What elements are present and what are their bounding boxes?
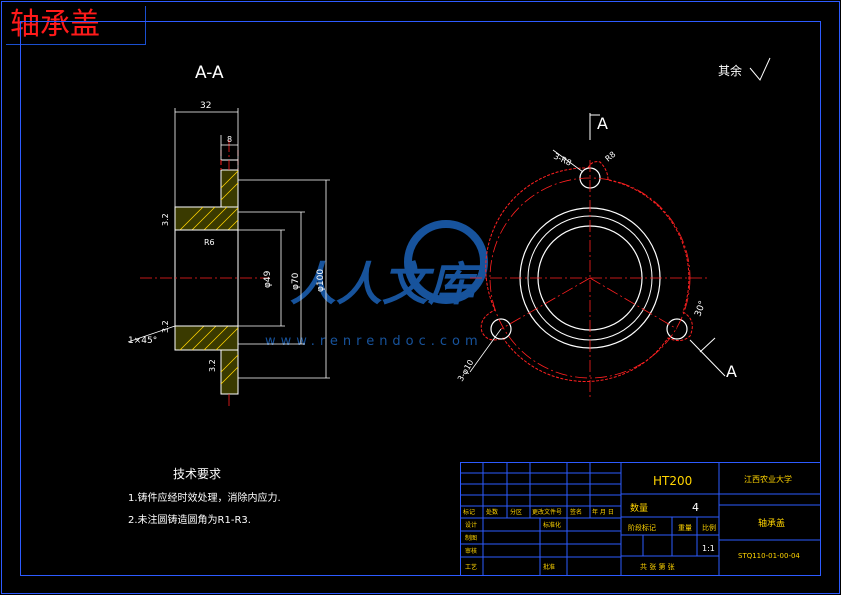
inner-frame — [20, 21, 821, 576]
cut-label-bottom: A — [726, 362, 737, 381]
dim-r6: R6 — [204, 238, 215, 247]
dim-30deg: 30° — [693, 300, 708, 318]
tech-line-2: 2.未注圆铸造圆角为R1-R3. — [128, 513, 251, 526]
dim-d70: φ70 — [291, 272, 301, 290]
watermark: 人人文库 www.renrendoc.com — [265, 220, 488, 349]
drawing-title: 轴承盖 — [6, 6, 146, 45]
roughness-symbol-icon — [749, 57, 771, 81]
dim-d49: φ49 — [263, 270, 273, 288]
watermark-url: www.renrendoc.com — [265, 334, 483, 349]
dim-r8: R8 — [604, 150, 618, 164]
dim-8: 8 — [227, 135, 232, 144]
dim-chamfer: 1×45° — [128, 336, 157, 346]
scale: 1:1 — [702, 544, 715, 553]
dim-d100: φ100 — [316, 269, 326, 292]
craft: 工艺 — [465, 563, 477, 571]
weight-label: 重量 — [678, 524, 692, 532]
standard: 标准化 — [543, 521, 561, 529]
tech-heading: 技术要求 — [173, 467, 221, 481]
hole-leader — [469, 328, 502, 373]
tech-line-1: 1.铸件应经时效处理，消除内应力. — [128, 491, 281, 504]
material: HT200 — [653, 474, 692, 488]
section-dimensions — [127, 108, 330, 379]
rough-b: 3.2 — [161, 320, 170, 333]
draw: 制图 — [465, 534, 477, 542]
design: 设计 — [465, 521, 477, 529]
row-date: 年 月 日 — [592, 508, 614, 516]
section-view — [174, 150, 239, 395]
qty-label: 数量 — [630, 502, 648, 514]
school: 江西农业大学 — [744, 474, 792, 484]
r8-leader — [552, 149, 584, 173]
row-sign: 签名 — [570, 508, 582, 516]
row-zone: 分区 — [510, 508, 522, 516]
front-centerlines — [470, 160, 710, 400]
rough-a: 3.2 — [161, 213, 170, 226]
front-view — [480, 161, 693, 382]
row-count: 处数 — [486, 508, 498, 516]
qty: 4 — [692, 501, 699, 514]
dim-32: 32 — [200, 101, 211, 111]
check: 审核 — [465, 547, 477, 555]
watermark-brand: 人人文库 — [290, 257, 482, 311]
section-label: A-A — [195, 63, 224, 83]
part-name: 轴承盖 — [758, 517, 785, 529]
row-mark: 标记 — [463, 508, 475, 516]
sheets: 共 张 第 张 — [640, 562, 675, 571]
surface-note: 其余 — [718, 63, 742, 78]
cut-line-arrows — [589, 113, 726, 377]
rough-c: 3.2 — [208, 359, 217, 372]
stage-label: 阶段标记 — [628, 523, 656, 532]
row-doc: 更改文件号 — [532, 508, 562, 516]
dim-3-r8: 3-R8 — [552, 152, 573, 168]
title-block — [460, 462, 821, 576]
cut-label-top: A — [597, 114, 608, 133]
scale-label: 比例 — [702, 523, 716, 532]
approve: 批准 — [543, 563, 555, 571]
dim-3-d10: 3-φ10 — [456, 358, 476, 383]
drawing-no: STQ110-01-00-04 — [738, 552, 800, 560]
